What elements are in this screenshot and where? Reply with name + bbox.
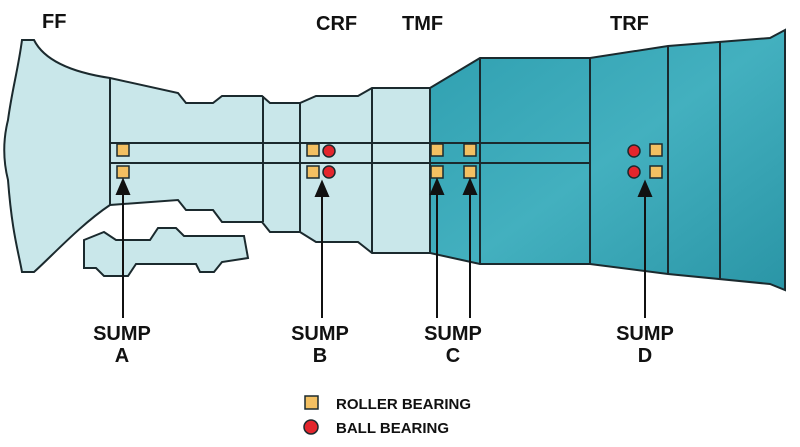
frame-label-crf: CRF	[316, 13, 357, 35]
engine-dark-section	[429, 28, 786, 292]
legend-ball-label: BALL BEARING	[336, 420, 449, 437]
roller-bearing	[306, 143, 320, 157]
frame-label-ff: FF	[42, 11, 66, 33]
ball-bearing	[322, 144, 336, 158]
sump-a-letter: A	[115, 345, 129, 367]
roller-bearing	[649, 143, 663, 157]
legend-ball-icon	[303, 419, 319, 435]
roller-bearing	[306, 165, 320, 179]
roller-bearing	[430, 143, 444, 157]
roller-bearing	[116, 143, 130, 157]
roller-bearing	[463, 165, 477, 179]
sump-d-label: SUMP	[616, 323, 674, 345]
legend-roller-icon	[304, 395, 319, 410]
sump-b-label: SUMP	[291, 323, 349, 345]
sump-d-letter: D	[638, 345, 652, 367]
sump-a-label: SUMP	[93, 323, 151, 345]
roller-bearing	[116, 165, 130, 179]
sump-b-letter: B	[313, 345, 327, 367]
legend: ROLLER BEARING BALL BEARING	[303, 395, 471, 437]
roller-bearing	[649, 165, 663, 179]
ball-bearing	[322, 165, 336, 179]
ball-bearing	[627, 165, 641, 179]
ball-bearing	[627, 144, 641, 158]
roller-bearing	[463, 143, 477, 157]
accessory-gearbox	[83, 227, 250, 277]
frame-label-tmf: TMF	[402, 13, 443, 35]
roller-bearing	[430, 165, 444, 179]
frame-label-trf: TRF	[610, 13, 649, 35]
station-lines	[109, 42, 721, 280]
sump-c-letter: C	[446, 345, 460, 367]
legend-roller-label: ROLLER BEARING	[336, 396, 471, 413]
sump-pointers	[115, 177, 653, 318]
sump-c-label: SUMP	[424, 323, 482, 345]
